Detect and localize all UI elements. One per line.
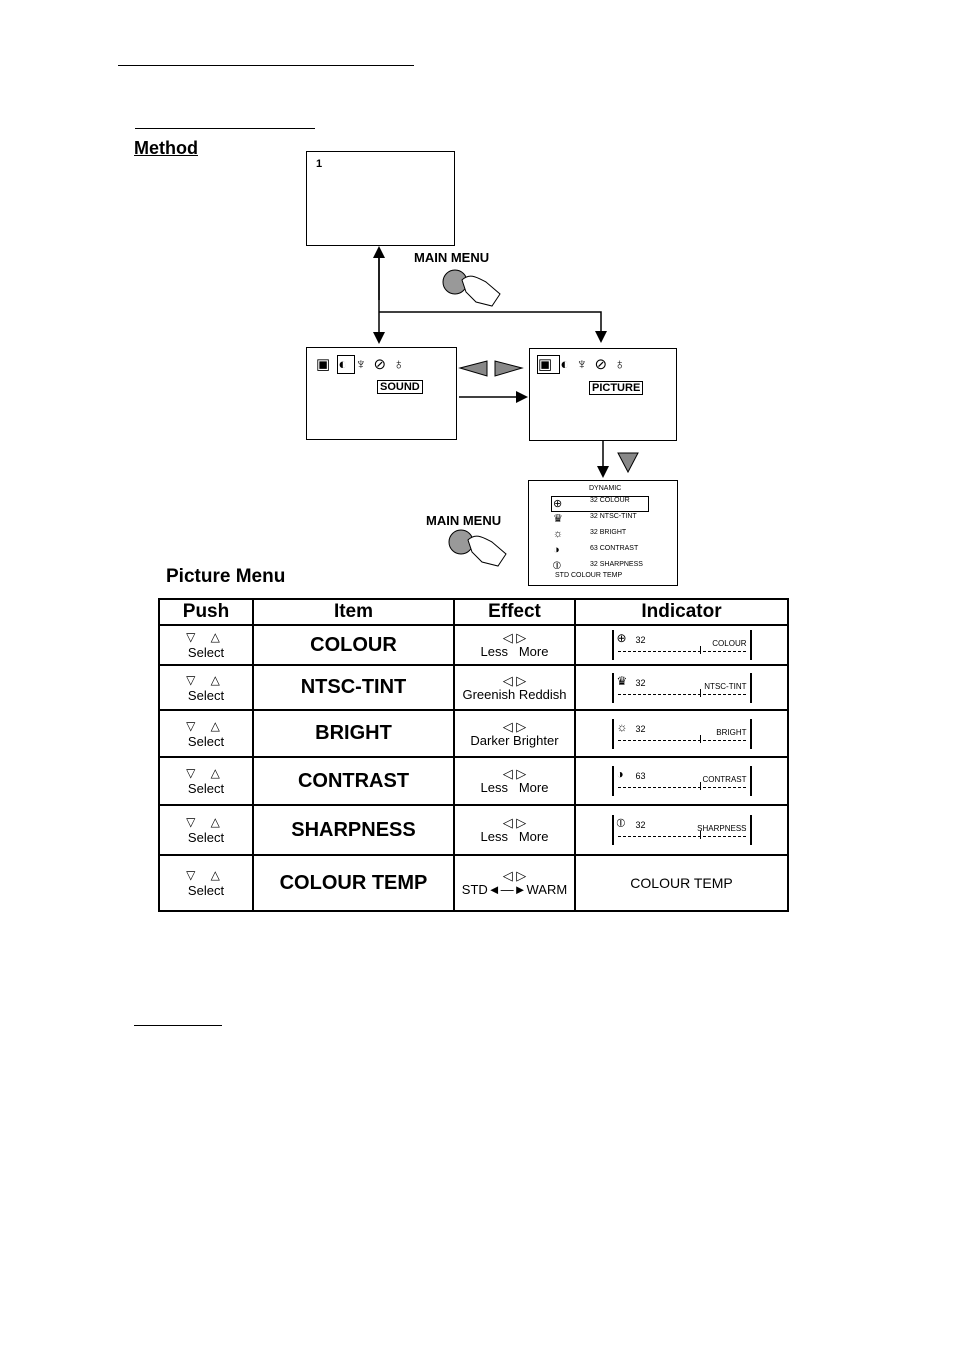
bright-icon: ☼ bbox=[616, 719, 628, 734]
submenu-ntsc-tint: 32 NTSC-TINT bbox=[590, 513, 637, 520]
indicator-cell: COLOUR TEMP bbox=[574, 854, 789, 912]
push-cell: ▽ △Select bbox=[158, 709, 254, 758]
push-cell: ▽ △Select bbox=[158, 664, 254, 711]
header-item: Item bbox=[252, 598, 455, 626]
submenu-colour: 32 COLOUR bbox=[590, 497, 630, 504]
colour-icon: ⊕ bbox=[616, 631, 627, 645]
effect-cell: ◁ ▷Less More bbox=[453, 804, 576, 856]
effect-cell: ◁ ▷Less More bbox=[453, 756, 576, 806]
picture-icon: ◐ bbox=[337, 355, 356, 374]
picture-tab: PICTURE bbox=[589, 381, 644, 395]
antenna-icon: ♆ bbox=[355, 356, 374, 373]
menu-icon-row: ▣◐♆⊘♁ bbox=[316, 355, 412, 374]
item-cell: COLOUR TEMP bbox=[252, 854, 455, 912]
table-row: ▽ △Select NTSC-TINT ◁ ▷Greenish Reddish … bbox=[158, 664, 789, 711]
bottom-rule bbox=[134, 1025, 222, 1026]
contrast-icon: ◑ bbox=[553, 544, 560, 556]
left-right-icon: ◁ ▷ bbox=[502, 868, 527, 883]
push-cell: ▽ △Select bbox=[158, 756, 254, 806]
effect-cell: ◁ ▷STD◄—►WARM bbox=[453, 854, 576, 912]
tv-screen-initial: 1 bbox=[306, 151, 455, 246]
bright-icon: ☼ bbox=[553, 528, 564, 540]
effect-cell: ◁ ▷Greenish Reddish bbox=[453, 664, 576, 711]
header-push: Push bbox=[158, 598, 254, 626]
header-indicator: Indicator bbox=[574, 598, 789, 626]
push-cell: ▽ △Select bbox=[158, 854, 254, 912]
push-cell: ▽ △Select bbox=[158, 804, 254, 856]
left-right-icon: ◁ ▷ bbox=[502, 766, 527, 781]
channel-number: 1 bbox=[316, 158, 323, 170]
left-right-icon: ◁ ▷ bbox=[502, 815, 527, 830]
sharpness-icon: ⦶ bbox=[616, 816, 626, 830]
flow-diagram bbox=[373, 246, 639, 567]
picture-menu-table: Push Item Effect Indicator ▽ △Select COL… bbox=[158, 598, 789, 912]
antenna-icon: ♆ bbox=[576, 356, 595, 373]
colour-icon: ⊕ bbox=[553, 498, 563, 510]
timer-icon: ⊘ bbox=[594, 356, 615, 373]
timer-icon: ⊘ bbox=[373, 356, 394, 373]
submenu-bright: 32 BRIGHT bbox=[590, 529, 627, 536]
top-rule bbox=[118, 65, 414, 66]
tint-icon: ♛ bbox=[616, 673, 628, 688]
submenu-colour-temp: STD COLOUR TEMP bbox=[555, 572, 623, 579]
main-menu-label-1: MAIN MENU bbox=[414, 250, 490, 265]
submenu-contrast: 63 CONTRAST bbox=[590, 545, 639, 552]
method-rule bbox=[135, 128, 315, 129]
item-cell: COLOUR bbox=[252, 624, 455, 666]
left-right-icon: ◁ ▷ bbox=[502, 672, 527, 688]
picture-icon: ◐ bbox=[560, 356, 577, 373]
table-header-row: Push Item Effect Indicator bbox=[158, 598, 789, 626]
header-effect: Effect bbox=[453, 598, 576, 626]
main-menu-label-2: MAIN MENU bbox=[426, 513, 502, 528]
push-cell: ▽ △Select bbox=[158, 624, 254, 666]
item-cell: BRIGHT bbox=[252, 709, 455, 758]
table-row: ▽ △Select COLOUR TEMP ◁ ▷STD◄—►WARM COLO… bbox=[158, 854, 789, 912]
item-cell: CONTRAST bbox=[252, 756, 455, 806]
left-right-icon: ◁ ▷ bbox=[502, 718, 527, 734]
method-title: Method bbox=[134, 138, 198, 158]
submenu-highlight bbox=[551, 496, 649, 512]
contrast-icon: ◑ bbox=[616, 767, 624, 781]
tv-screen-picture: ▣◐♆⊘♁ PICTURE bbox=[529, 348, 677, 441]
tv-screen-picture-submenu: DYNAMIC ⊕ 32 COLOUR ♛ 32 NTSC-TINT ☼ 32 … bbox=[528, 480, 678, 586]
setup-icon: ♁ bbox=[393, 356, 412, 373]
tv-icon: ▣ bbox=[316, 356, 338, 373]
picture-mode: DYNAMIC bbox=[589, 485, 622, 492]
effect-cell: ◁ ▷Less More bbox=[453, 624, 576, 666]
submenu-sharpness: 32 SHARPNESS bbox=[590, 561, 643, 568]
item-cell: NTSC-TINT bbox=[252, 664, 455, 711]
sound-tab: SOUND bbox=[377, 380, 423, 394]
table-title: Picture Menu bbox=[166, 566, 286, 587]
double-arrow-icon: ◄—► bbox=[487, 882, 527, 897]
menu-icon-row: ▣◐♆⊘♁ bbox=[537, 355, 633, 374]
setup-icon: ♁ bbox=[614, 356, 633, 373]
tv-screen-sound: ▣◐♆⊘♁ SOUND bbox=[306, 347, 457, 440]
sharpness-icon: ⦶ bbox=[553, 560, 561, 572]
effect-cell: ◁ ▷Darker Brighter bbox=[453, 709, 576, 758]
tint-icon: ♛ bbox=[553, 513, 563, 525]
tv-icon: ▣ bbox=[537, 355, 561, 374]
item-cell: SHARPNESS bbox=[252, 804, 455, 856]
left-right-icon: ◁ ▷ bbox=[502, 630, 527, 645]
